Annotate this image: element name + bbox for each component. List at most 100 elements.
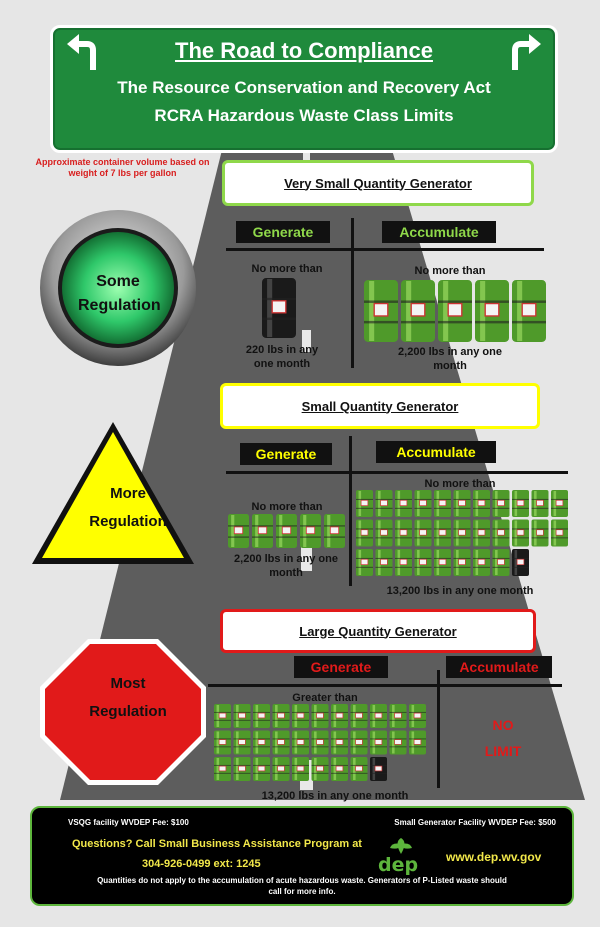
drum-icon: [551, 519, 568, 547]
drum-group: [262, 278, 296, 338]
drum-icon: [414, 490, 432, 517]
drum-icon: [272, 704, 290, 728]
no-limit-text: NO LIMIT: [468, 712, 538, 764]
drum-icon: [331, 730, 348, 755]
drum-icon: [356, 490, 373, 517]
drum-icon: [311, 730, 329, 755]
drum-icon: [331, 757, 348, 781]
drum-icon: [233, 730, 251, 755]
tier-sqg-generate-label: Generate: [240, 443, 332, 465]
drum-icon: [434, 519, 451, 547]
drum-icon: [214, 757, 231, 781]
drum-icon: [409, 730, 426, 755]
stop-sign-icon: [40, 639, 206, 785]
website-link[interactable]: www.dep.wv.gov: [446, 850, 542, 864]
drum-icon: [214, 704, 231, 728]
disclaimer-line-1: Quantities do not apply to the accumulat…: [97, 876, 507, 885]
divider: [349, 436, 352, 586]
drum-icon: [453, 490, 471, 517]
drum-icon: [434, 549, 451, 576]
tier-vsqg-accumulate-label: Accumulate: [382, 221, 496, 243]
drum-icon: [233, 757, 251, 781]
drum-group: [364, 280, 546, 342]
green-light-icon: [40, 210, 196, 366]
amount-line: 220 lbs in any: [245, 344, 319, 356]
drum-icon: [395, 519, 412, 547]
drum-icon: [473, 549, 490, 576]
regulation-level-some: Some Regulation: [78, 270, 161, 318]
tier-vsqg-accumulate-qualifier: No more than: [414, 265, 486, 277]
drum-icon: [512, 549, 529, 576]
regulation-word: More: [110, 485, 146, 502]
drum-icon: [531, 490, 549, 517]
tier-vsqg-title: Very Small Quantity Generator: [222, 160, 534, 206]
tier-vsqg-generate-qualifier: No more than: [251, 263, 323, 275]
drum-icon: [401, 280, 435, 342]
drum-icon: [350, 730, 368, 755]
turn-right-arrow-icon: [512, 34, 541, 70]
drum-group: [356, 490, 568, 576]
drum-icon: [551, 490, 568, 517]
drum-icon: [473, 490, 490, 517]
divider: [208, 684, 562, 687]
drum-icon: [409, 704, 426, 728]
drum-icon: [253, 757, 270, 781]
regulation-level-more: More Regulation: [73, 480, 183, 536]
drum-icon: [475, 280, 509, 342]
subtitle-act: The Resource Conservation and Recovery A…: [117, 78, 491, 97]
yield-triangle-icon: [32, 422, 194, 564]
tier-sqg-generate-qualifier: No more than: [251, 501, 323, 513]
divider: [226, 471, 568, 474]
drum-icon: [453, 549, 471, 576]
divider: [351, 218, 354, 368]
drum-icon: [324, 514, 345, 548]
drum-icon: [331, 704, 348, 728]
drum-icon: [531, 519, 549, 547]
drum-icon: [262, 278, 296, 338]
drum-icon: [350, 757, 368, 781]
drum-icon: [228, 514, 249, 548]
drum-icon: [253, 730, 270, 755]
drum-icon: [395, 490, 412, 517]
drum-icon: [311, 704, 329, 728]
tier-lqg-title: Large Quantity Generator: [220, 609, 536, 653]
leaf-icon: [390, 838, 412, 854]
amount-line: month: [269, 567, 303, 579]
drum-icon: [512, 490, 529, 517]
limit-word: NO: [492, 717, 514, 733]
drum-icon: [272, 757, 290, 781]
regulation-word: Regulation: [89, 703, 167, 720]
regulation-level-most: Most Regulation: [73, 670, 183, 726]
tier-sqg-title: Small Quantity Generator: [220, 383, 540, 429]
drum-icon: [375, 490, 393, 517]
turn-left-arrow-icon: [67, 34, 96, 70]
drum-group: [214, 704, 426, 781]
regulation-word: Regulation: [78, 297, 161, 314]
drum-icon: [252, 514, 273, 548]
page-title: The Road to Compliance: [175, 38, 433, 63]
amount-line: 2,200 lbs in any one: [234, 553, 338, 565]
fee-vsqg: VSQG facility WVDEP Fee: $100: [68, 818, 189, 827]
drum-icon: [356, 519, 373, 547]
questions-text: Questions? Call Small Business Assistanc…: [72, 838, 362, 850]
drum-icon: [375, 519, 393, 547]
drum-icon: [414, 549, 432, 576]
drum-icon: [389, 730, 407, 755]
drum-icon: [414, 519, 432, 547]
drum-icon: [370, 704, 387, 728]
drum-icon: [356, 549, 373, 576]
drum-icon: [492, 549, 510, 576]
drum-icon: [492, 519, 510, 547]
tier-sqg-accumulate-qualifier: No more than: [424, 478, 496, 490]
drum-icon: [370, 757, 387, 781]
regulation-word: Regulation: [89, 513, 167, 530]
drum-icon: [292, 730, 309, 755]
footer-panel: VSQG facility WVDEP Fee: $100 Small Gene…: [30, 806, 574, 906]
regulation-word: Some: [96, 273, 140, 290]
drum-icon: [453, 519, 471, 547]
dep-logo-text: dep: [378, 854, 419, 876]
tier-vsqg-accumulate-amount: 2,200 lbs in any one month: [380, 345, 520, 373]
drum-icon: [375, 549, 393, 576]
divider: [437, 670, 440, 788]
header-sign: The Road to Compliance The Resource Cons…: [50, 25, 558, 153]
